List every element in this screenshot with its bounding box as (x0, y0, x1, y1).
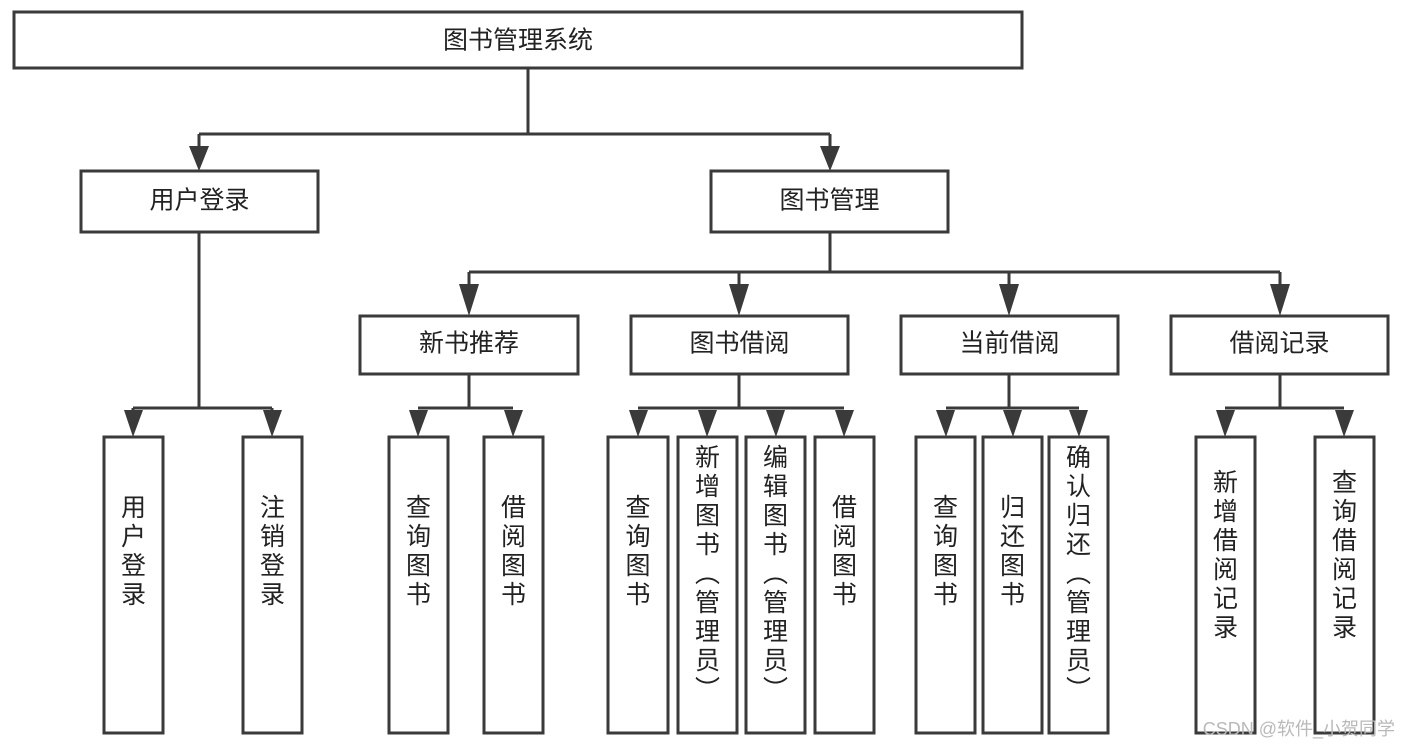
node-new-book-recommend-label: 新书推荐 (419, 330, 519, 358)
node-leaf-borrow-book-2-label: 借阅图书 (832, 494, 857, 609)
node-leaf-add-borrow-record-box[interactable] (1194, 435, 1257, 735)
node-root-box[interactable] (12, 10, 1024, 70)
arrow-leaf-confirm-return-admin (1069, 410, 1088, 437)
arrow-leaf-user-logout (263, 410, 282, 437)
node-leaf-query-book-3-label: 查询图书 (933, 494, 958, 609)
node-book-manage-box[interactable] (709, 169, 950, 234)
node-leaf-query-book-3-box[interactable] (914, 435, 977, 735)
node-leaf-query-borrow-record-label: 查询借阅记录 (1332, 469, 1357, 642)
arrow-leaf-edit-book-admin (766, 410, 785, 437)
node-leaf-add-book-admin-box[interactable] (676, 435, 739, 735)
node-leaf-return-book-box[interactable] (981, 435, 1044, 735)
node-leaf-add-borrow-record-label: 新增借阅记录 (1213, 469, 1238, 642)
node-leaf-user-login-label: 用户登录 (121, 494, 146, 609)
arrow-to-new-book-recommend (459, 284, 479, 316)
node-leaf-borrow-book-2-box[interactable] (813, 435, 876, 735)
node-leaf-query-book-2[interactable]: 查询图书 (606, 435, 670, 735)
node-leaf-query-book-1-box[interactable] (387, 435, 450, 735)
arrow-to-borrow-record (1270, 284, 1290, 316)
node-leaf-add-book-admin-label: 新增图书︵管理员︶ (695, 444, 720, 704)
arrow-leaf-borrow-book-2 (835, 410, 854, 437)
node-leaf-query-book-1-label: 查询图书 (406, 494, 431, 609)
node-leaf-borrow-book-1-box[interactable] (482, 435, 545, 735)
node-leaf-user-logout-label: 注销登录 (260, 494, 285, 609)
node-leaf-query-borrow-record[interactable]: 查询借阅记录 (1313, 435, 1376, 735)
arrow-leaf-query-book-2 (629, 410, 648, 437)
node-book-manage[interactable]: 图书管理 (709, 169, 950, 234)
arrow-leaf-return-book (1003, 410, 1022, 437)
node-leaf-user-logout[interactable]: 注销登录 (241, 435, 304, 735)
arrow-leaf-query-book-3 (936, 410, 955, 437)
node-leaf-user-login-box[interactable] (102, 435, 165, 735)
node-leaf-edit-book-admin-box[interactable] (744, 435, 807, 735)
arrow-to-current-borrow (999, 284, 1019, 316)
arrow-to-book-borrow (729, 284, 749, 316)
node-root[interactable]: 图书管理系统 (12, 10, 1024, 70)
node-current-borrow-label: 当前借阅 (959, 330, 1059, 358)
node-book-borrow-label: 图书借阅 (689, 330, 789, 358)
arrow-leaf-query-borrow-record (1335, 410, 1354, 437)
node-leaf-borrow-book-2[interactable]: 借阅图书 (813, 435, 876, 735)
node-leaf-query-book-3[interactable]: 查询图书 (914, 435, 977, 735)
node-leaf-return-book[interactable]: 归还图书 (981, 435, 1044, 735)
connectors-layer (124, 68, 1354, 437)
node-leaf-borrow-book-1[interactable]: 借阅图书 (482, 435, 545, 735)
csdn-watermark: CSDN @软件_小贺同学 (1202, 719, 1395, 739)
node-book-borrow[interactable]: 图书借阅 (629, 314, 850, 376)
node-leaf-query-book-2-box[interactable] (606, 435, 670, 735)
node-borrow-record-box[interactable] (1169, 314, 1390, 376)
node-new-book-recommend[interactable]: 新书推荐 (358, 314, 580, 376)
node-leaf-confirm-return-admin-label: 确认归还︵管理员︶ (1066, 444, 1091, 704)
node-leaf-borrow-book-1-label: 借阅图书 (501, 494, 526, 609)
node-borrow-record[interactable]: 借阅记录 (1169, 314, 1390, 376)
node-user-login-box[interactable] (79, 169, 320, 234)
node-new-book-recommend-box[interactable] (358, 314, 580, 376)
arrow-leaf-user-login (124, 410, 143, 437)
node-leaf-query-borrow-record-box[interactable] (1313, 435, 1376, 735)
node-leaf-confirm-return-admin-box[interactable] (1047, 435, 1110, 735)
node-leaf-return-book-label: 归还图书 (1000, 494, 1025, 609)
node-current-borrow-box[interactable] (899, 314, 1120, 376)
node-book-manage-label: 图书管理 (779, 187, 879, 215)
node-leaf-add-borrow-record[interactable]: 新增借阅记录 (1194, 435, 1257, 735)
arrow-leaf-borrow-book-1 (504, 410, 523, 437)
arrow-leaf-add-borrow-record (1216, 410, 1235, 437)
node-leaf-query-book-2-label: 查询图书 (625, 494, 650, 609)
arrow-leaf-add-book-admin (698, 410, 717, 437)
node-user-login[interactable]: 用户登录 (79, 169, 320, 234)
arrow-to-book-manage (820, 146, 840, 171)
arrow-leaf-query-book-1 (409, 410, 428, 437)
node-leaf-confirm-return-admin[interactable]: 确认归还︵管理员︶ (1047, 435, 1110, 735)
node-leaf-edit-book-admin[interactable]: 编辑图书︵管理员︶ (744, 435, 807, 735)
node-leaf-user-logout-box[interactable] (241, 435, 304, 735)
node-leaf-add-book-admin[interactable]: 新增图书︵管理员︶ (676, 435, 739, 735)
node-root-label: 图书管理系统 (443, 27, 593, 55)
node-leaf-query-book-1[interactable]: 查询图书 (387, 435, 450, 735)
arrow-to-user-login (189, 146, 209, 171)
node-borrow-record-label: 借阅记录 (1229, 330, 1329, 358)
node-current-borrow[interactable]: 当前借阅 (899, 314, 1120, 376)
node-book-borrow-box[interactable] (629, 314, 850, 376)
node-leaf-edit-book-admin-label: 编辑图书︵管理员︶ (763, 444, 788, 704)
node-user-login-label: 用户登录 (149, 187, 249, 215)
node-leaf-user-login[interactable]: 用户登录 (102, 435, 165, 735)
